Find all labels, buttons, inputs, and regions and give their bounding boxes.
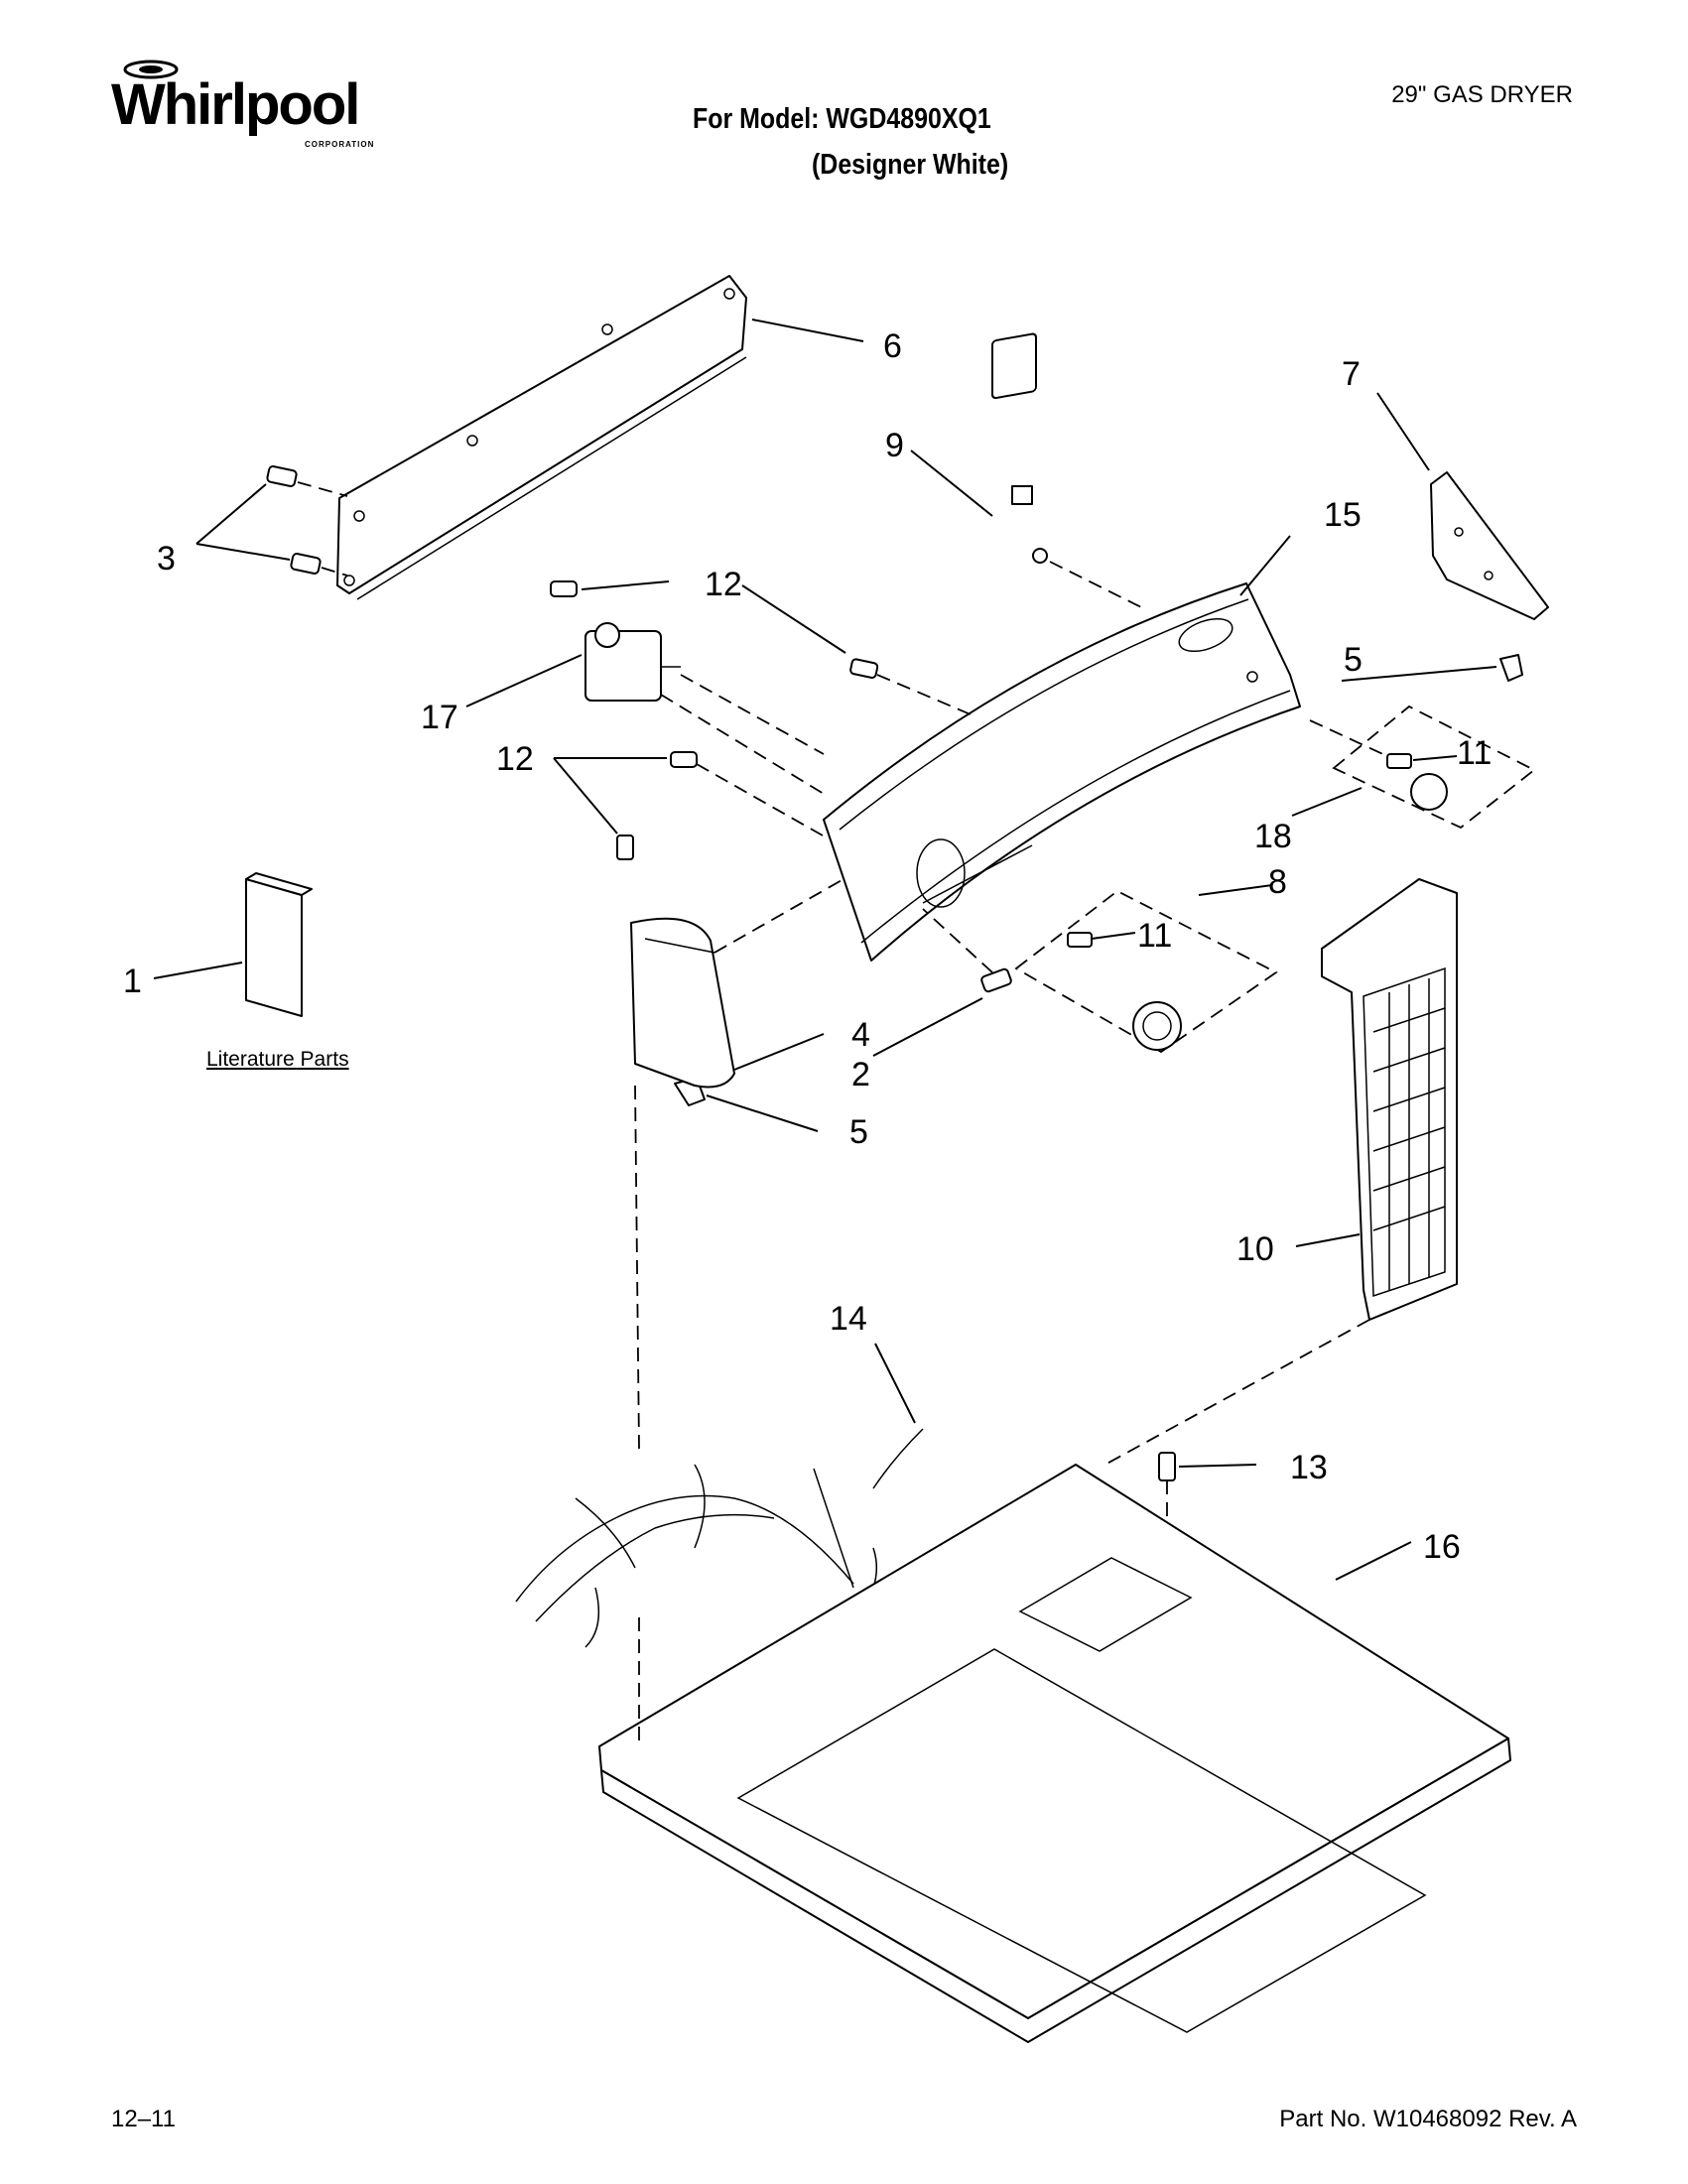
callout-9: 9 <box>885 427 904 464</box>
callout-8: 8 <box>1268 863 1287 901</box>
callout-12-upper: 12 <box>705 566 742 603</box>
callout-18: 18 <box>1254 818 1292 855</box>
literature-parts-label: Literature Parts <box>206 1048 349 1071</box>
screen-mesh <box>1372 978 1446 1290</box>
part-8-knob-kit <box>1014 889 1278 1054</box>
model-title: For Model: WGD4890XQ1 <box>693 103 991 135</box>
whirlpool-logo: Whirlpool CORPORATION <box>111 58 409 167</box>
callout-1: 1 <box>123 963 142 1000</box>
part-10-lint-screen <box>1101 878 1458 1468</box>
part-12-screws <box>550 580 972 860</box>
part-6-rear-bracket <box>336 275 747 600</box>
part-2-screw <box>922 908 1012 993</box>
part-16-top-panel <box>598 1464 1511 2043</box>
callout-13: 13 <box>1290 1449 1328 1486</box>
callout-11-lower: 11 <box>1137 917 1172 955</box>
part-15-console <box>823 582 1301 962</box>
part-number: Part No. W10468092 Rev. A <box>1279 2106 1577 2132</box>
brand-name: Whirlpool <box>111 72 360 137</box>
part-14-wire-harness <box>515 1428 924 1648</box>
date-code: 12–11 <box>111 2106 176 2132</box>
part-1-literature <box>245 872 313 1017</box>
callout-7: 7 <box>1342 355 1361 393</box>
part-4-trim <box>630 878 844 1089</box>
part-3-screws <box>266 465 348 577</box>
callout-5-bottom: 5 <box>849 1113 868 1151</box>
whirlpool-swirl-icon <box>123 60 179 79</box>
product-type: 29" GAS DRYER <box>1391 81 1573 108</box>
callout-3: 3 <box>157 540 176 578</box>
part-17-timer <box>584 622 825 795</box>
callout-17: 17 <box>421 699 458 736</box>
callout-labels: 1 2 3 4 5 5 6 7 8 9 10 11 11 12 12 13 14… <box>123 327 1492 1566</box>
callout-10: 10 <box>1236 1230 1274 1268</box>
callout-15: 15 <box>1324 496 1362 534</box>
part-7-endcap <box>1430 471 1549 620</box>
callout-2: 2 <box>851 1056 870 1093</box>
callout-6: 6 <box>883 327 902 365</box>
part-18-knob-kit <box>1309 705 1536 830</box>
leader-lines <box>153 319 1497 1581</box>
callout-4: 4 <box>851 1016 870 1054</box>
callout-5-top: 5 <box>1344 641 1363 679</box>
callout-16: 16 <box>1423 1528 1461 1566</box>
part-9-switch <box>991 332 1142 608</box>
callout-11-upper: 11 <box>1457 734 1492 772</box>
callout-14: 14 <box>830 1300 867 1338</box>
callout-12-lower: 12 <box>496 740 534 778</box>
brand-subtitle: CORPORATION <box>305 140 375 149</box>
part-5-clip-right <box>1499 654 1523 682</box>
assembly-guide-line <box>634 1085 640 1450</box>
model-color: (Designer White) <box>812 149 1009 181</box>
